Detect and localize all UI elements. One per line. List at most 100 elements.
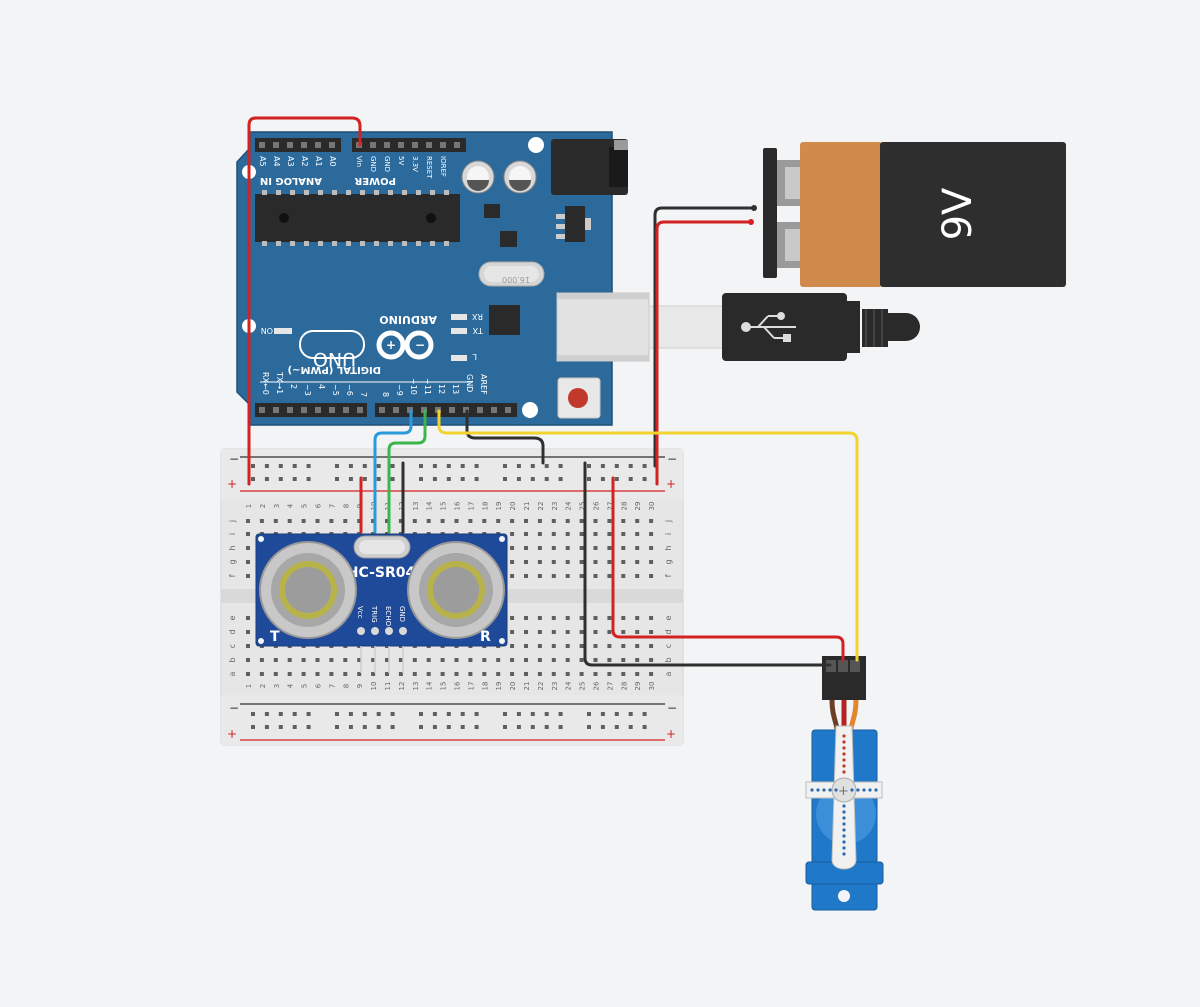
sensor-pin-labels: Vcc TRIG ECHO GND xyxy=(356,605,406,627)
on-label: ON xyxy=(261,326,273,335)
svg-text:~11: ~11 xyxy=(423,378,432,395)
rail-minus-bottom-left: − xyxy=(229,701,239,715)
svg-text:3.3V: 3.3V xyxy=(411,156,419,172)
arduino-uno-board[interactable]: A5 A4 A3 A2 A1 A0 Vin GND GND 5V 3.3V RE… xyxy=(236,131,650,426)
breadboard-column-label: 7 xyxy=(328,684,336,688)
svg-text:A5: A5 xyxy=(258,156,267,167)
wire-battery-negative[interactable] xyxy=(653,206,756,468)
sensor-label: HC-SR04 xyxy=(347,565,416,581)
breadboard-column-label: 23 xyxy=(551,682,559,691)
micro-servo-motor[interactable]: + xyxy=(805,656,884,911)
sensor-pin-echo[interactable] xyxy=(385,627,393,635)
breadboard-column-label: 14 xyxy=(426,681,434,690)
wire-trig[interactable] xyxy=(373,409,413,534)
rail-plus-top-right: + xyxy=(666,477,676,491)
dc-power-jack xyxy=(551,139,628,195)
led-indicators xyxy=(274,314,467,361)
capacitor xyxy=(461,160,495,194)
breadboard-column-label: 4 xyxy=(287,683,295,688)
breadboard-column-label: 8 xyxy=(342,684,350,688)
svg-text:4: 4 xyxy=(317,384,326,389)
wire-echo[interactable] xyxy=(387,409,427,534)
svg-text:ECHO: ECHO xyxy=(384,606,392,627)
breadboard-column-label: 13 xyxy=(412,502,420,511)
sensor-pin-vcc[interactable] xyxy=(357,627,365,635)
analog-pin-labels: A5 A4 A3 A2 A1 A0 xyxy=(258,156,337,167)
breadboard-column-label: 26 xyxy=(593,501,601,510)
breadboard-column-label: 29 xyxy=(634,502,642,511)
breadboard-column-label: 21 xyxy=(523,502,531,511)
breadboard-column-label: 3 xyxy=(273,684,281,688)
breadboard-column-label: 23 xyxy=(551,502,559,511)
wire-servo-signal[interactable] xyxy=(437,409,859,662)
usb-cable[interactable] xyxy=(648,293,920,361)
breadboard-column-label: 2 xyxy=(259,504,267,508)
analog-header xyxy=(255,138,341,152)
power-pin-labels: Vin GND GND 5V 3.3V RESET IOREF xyxy=(355,156,447,179)
battery-9v[interactable]: 9V xyxy=(763,142,1066,287)
wire-battery-positive[interactable] xyxy=(655,220,753,486)
svg-text:GND: GND xyxy=(465,374,474,392)
breadboard-row-label: e xyxy=(664,615,673,620)
breadboard-row-label: d xyxy=(664,629,673,634)
svg-text:A3: A3 xyxy=(286,156,295,167)
rail-minus-bottom-right: − xyxy=(667,701,677,715)
power-header xyxy=(352,138,466,152)
sensor-pin-gnd[interactable] xyxy=(399,627,407,635)
svg-text:13: 13 xyxy=(451,384,460,394)
breadboard-column-label: 16 xyxy=(454,681,462,690)
breadboard-column-label: 29 xyxy=(634,682,642,691)
breadboard-column-label: 21 xyxy=(523,682,531,691)
breadboard-row-label: g xyxy=(664,559,673,564)
voltage-regulator xyxy=(565,206,585,242)
breadboard-column-label: 10 xyxy=(370,682,378,691)
svg-text:A4: A4 xyxy=(272,156,281,167)
wire-servo-ground[interactable] xyxy=(583,461,832,667)
breadboard-row-label: d xyxy=(228,629,237,634)
breadboard-row-label: j xyxy=(664,520,673,523)
wires xyxy=(247,116,859,667)
sensor-pin-trig[interactable] xyxy=(371,627,379,635)
breadboard-column-label: 28 xyxy=(620,502,628,511)
receiver-mark: R xyxy=(480,629,491,645)
power-title: POWER xyxy=(354,175,396,186)
breadboard-column-label: 14 xyxy=(426,501,434,510)
breadboard-row-label: i xyxy=(664,533,673,535)
breadboard-column-label: 30 xyxy=(648,682,656,691)
breadboard-column-label: 22 xyxy=(537,682,545,691)
breadboard-column-label: 28 xyxy=(620,682,628,691)
breadboard-row-label: e xyxy=(228,615,237,620)
l-label: L xyxy=(472,352,477,361)
breadboard-column-label: 19 xyxy=(495,682,503,691)
breadboard-column-label: 8 xyxy=(342,504,350,508)
breadboard-labels: 1122334455667788991010111112121313141415… xyxy=(228,501,673,690)
hc-sr04-ultrasonic-sensor[interactable]: HC-SR04 T R Vcc TRIG ECHO GND xyxy=(255,533,508,647)
breadboard-column-label: 1 xyxy=(245,684,253,688)
svg-text:~9: ~9 xyxy=(395,384,404,396)
svg-text:+: + xyxy=(838,784,849,799)
svg-text:A0: A0 xyxy=(328,156,337,167)
svg-text:A2: A2 xyxy=(300,156,309,167)
breadboard-row-label: a xyxy=(664,671,673,676)
mount-hole xyxy=(528,137,544,153)
digital-pin-labels: RX←0 TX→1 2 ~3 4 ~5 ~6 7 8 ~9 ~10 ~11 12… xyxy=(261,371,488,397)
svg-text:5V: 5V xyxy=(397,156,405,165)
svg-text:RESET: RESET xyxy=(425,156,433,179)
breadboard-column-label: 26 xyxy=(593,681,601,690)
reset-button[interactable] xyxy=(557,377,601,419)
svg-text:~10: ~10 xyxy=(409,378,418,395)
breadboard-row-label: c xyxy=(664,644,673,648)
rail-minus-top-right: − xyxy=(667,452,677,466)
breadboard-column-label: 30 xyxy=(648,502,656,511)
svg-text:TX→1: TX→1 xyxy=(275,371,284,394)
breadboard-column-label: 18 xyxy=(481,502,489,511)
svg-text:GND: GND xyxy=(369,156,377,172)
wire-servo-power[interactable] xyxy=(611,476,845,662)
breadboard-column-label: 6 xyxy=(315,503,323,508)
breadboard-column-label: 22 xyxy=(537,502,545,511)
svg-text:RX←0: RX←0 xyxy=(261,372,270,395)
wire-5v-to-rail[interactable] xyxy=(247,116,362,486)
breadboard-column-label: 27 xyxy=(606,502,614,511)
